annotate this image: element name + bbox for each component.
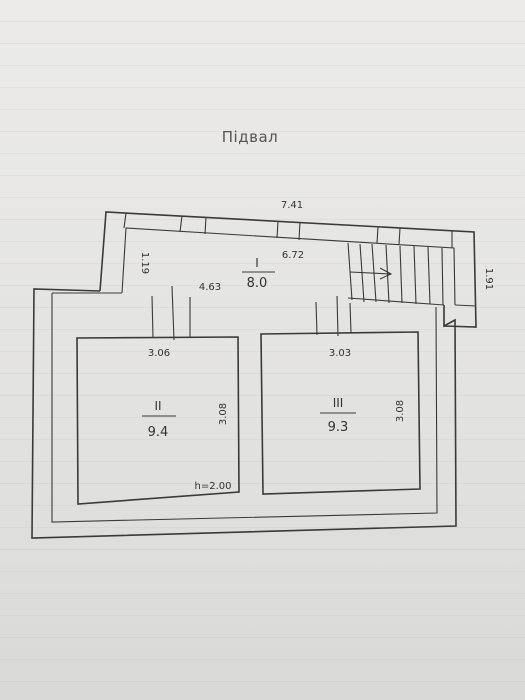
room-II-ceiling-height: h=2.00 bbox=[195, 481, 232, 492]
room-III-number: III bbox=[333, 396, 344, 410]
room-I-number: I bbox=[255, 256, 259, 270]
dim-corridor-length: 6.72 bbox=[282, 250, 304, 261]
room-II-number: II bbox=[154, 399, 161, 413]
corridor-walls bbox=[99, 211, 477, 328]
room-II-depth: 3.08 bbox=[218, 403, 229, 425]
staircase bbox=[347, 242, 445, 306]
room-II-area: 9.4 bbox=[148, 425, 169, 440]
room-III-depth: 3.08 bbox=[395, 400, 406, 422]
dim-corridor-partial: 4.63 bbox=[199, 282, 221, 293]
room-I-area: 8.0 bbox=[247, 276, 268, 291]
dim-corridor-height-right: 1.91 bbox=[483, 268, 494, 290]
room-III-area: 9.3 bbox=[328, 420, 349, 435]
plan-title: Підвал bbox=[222, 128, 278, 146]
room-III bbox=[260, 295, 421, 495]
stair-direction-arrow bbox=[349, 267, 393, 280]
basement-walls bbox=[31, 288, 457, 539]
room-II bbox=[76, 285, 240, 505]
dim-corridor-height-left: 1.19 bbox=[139, 252, 150, 274]
dim-top-width: 7.41 bbox=[281, 200, 303, 211]
room-III-width: 3.03 bbox=[329, 348, 351, 359]
room-II-width: 3.06 bbox=[148, 348, 170, 359]
